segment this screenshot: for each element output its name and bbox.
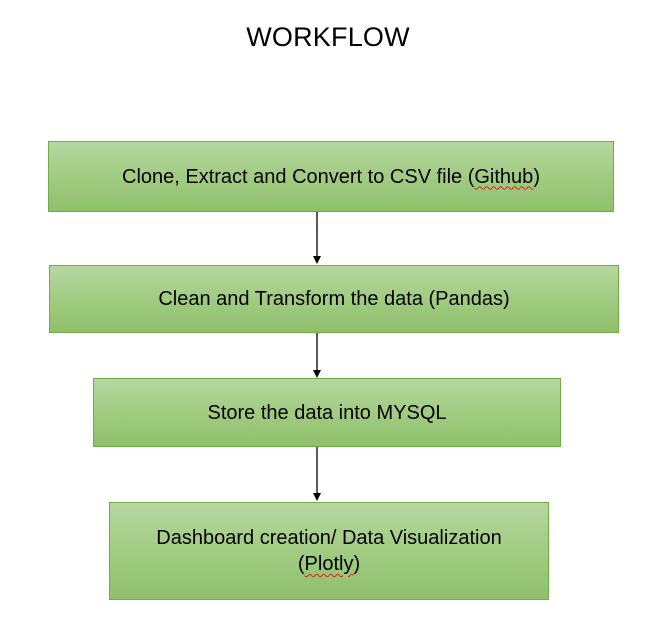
step-1-label: Clone, Extract and Convert to CSV file (… — [122, 165, 540, 188]
step-2-label: Clean and Transform the data (Pandas) — [158, 288, 510, 310]
spellcheck-word-github: Github — [474, 165, 534, 188]
step-clean-transform: Clean and Transform the data (Pandas) — [49, 265, 619, 333]
step-3-label: Store the data into MYSQL — [207, 401, 447, 424]
step-store-mysql: Store the data into MYSQL — [93, 378, 561, 447]
step-4-label: Dashboard creation/ Data Visualization(P… — [156, 527, 502, 575]
spellcheck-word-plotly: Plotly — [304, 553, 354, 575]
diagram-title: WORKFLOW — [246, 22, 410, 52]
step-dashboard-visualization: Dashboard creation/ Data Visualization(P… — [109, 502, 549, 600]
step-clone-extract-convert: Clone, Extract and Convert to CSV file (… — [48, 141, 614, 212]
